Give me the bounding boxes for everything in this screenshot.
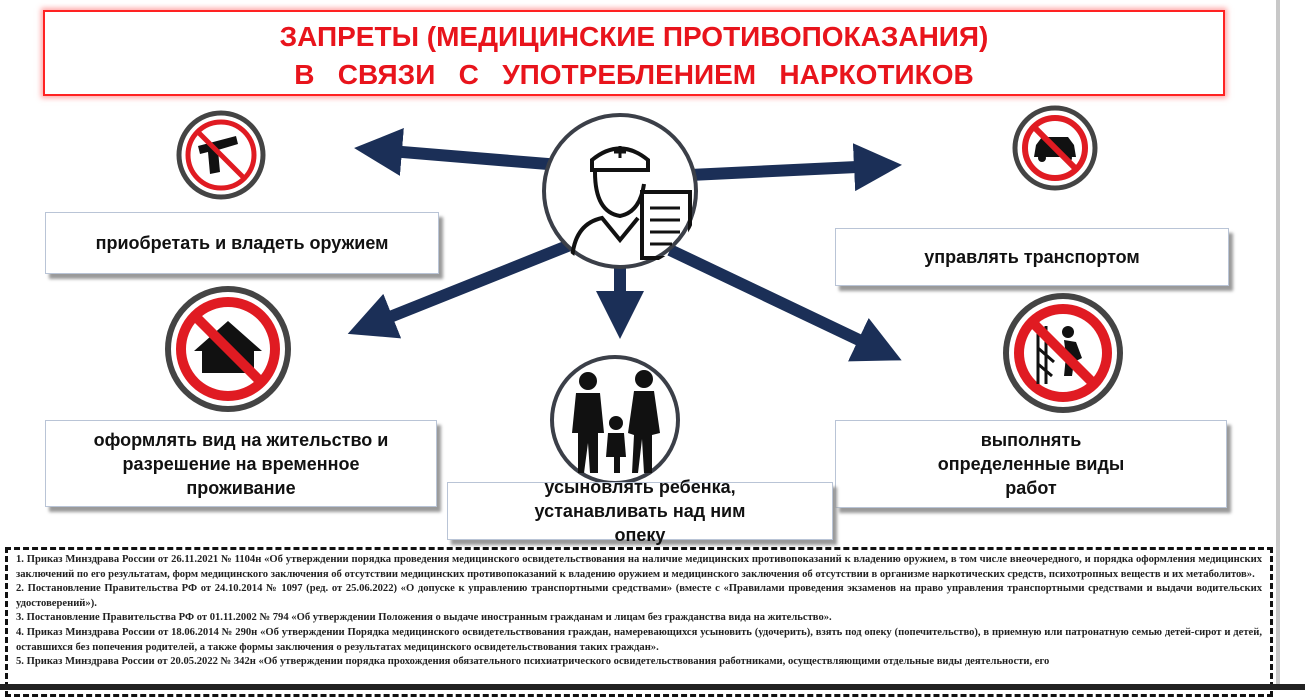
footnote-4: 4. Приказ Минздрава России от 18.06.2014… bbox=[16, 626, 1262, 653]
work-box: выполнять определенные виды работ bbox=[835, 420, 1227, 508]
footnote-3: 3. Постановление Правительства РФ от 01.… bbox=[16, 612, 832, 624]
bottom-bar bbox=[0, 684, 1305, 690]
residence-label: оформлять вид на жительство и разрешение… bbox=[93, 429, 389, 498]
weapon-label: приобретать и владеть оружием bbox=[95, 233, 389, 253]
title-line-1: ЗАПРЕТЫ (МЕДИЦИНСКИЕ ПРОТИВОПОКАЗАНИЯ) bbox=[279, 21, 989, 52]
transport-label: управлять транспортом bbox=[924, 247, 1140, 267]
footnote-1: 1. Приказ Минздрава России от 26.11.2021… bbox=[16, 554, 1262, 580]
arrow-work bbox=[667, 244, 902, 362]
arrow-weapon bbox=[354, 128, 561, 176]
no-work-icon bbox=[1003, 293, 1123, 413]
weapon-box: приобретать и владеть оружием bbox=[45, 212, 439, 274]
no-house-icon bbox=[165, 286, 291, 412]
no-weapon-icon bbox=[176, 110, 266, 200]
arrow-transport bbox=[689, 143, 902, 192]
no-car-icon bbox=[1012, 105, 1098, 191]
arrows bbox=[347, 128, 902, 362]
adoption-box: усыновлять ребенка, устанавливать над ни… bbox=[447, 477, 833, 545]
footnotes: 1. Приказ Минздрава России от 26.11.2021… bbox=[5, 547, 1273, 697]
family-icon bbox=[550, 355, 680, 485]
adoption-label: усыновлять ребенка, устанавливать над ни… bbox=[534, 477, 746, 545]
page-title: ЗАПРЕТЫ (МЕДИЦИНСКИЕ ПРОТИВОПОКАЗАНИЯ) В… bbox=[43, 10, 1225, 96]
residence-box: оформлять вид на жительство и разрешение… bbox=[45, 420, 437, 507]
footnote-5: 5. Приказ Минздрава России от 20.05.2022… bbox=[16, 656, 1050, 668]
transport-box: управлять транспортом bbox=[835, 228, 1229, 286]
arrow-residence bbox=[347, 239, 573, 339]
footnote-2: 2. Постановление Правительства РФ от 24.… bbox=[16, 583, 1262, 609]
page-edge bbox=[1276, 0, 1280, 690]
work-label: выполнять определенные виды работ bbox=[937, 430, 1125, 498]
title-line-2: В СВЯЗИ С УПОТРЕБЛЕНИЕМ НАРКОТИКОВ bbox=[294, 59, 974, 90]
doctor-icon bbox=[542, 113, 698, 269]
